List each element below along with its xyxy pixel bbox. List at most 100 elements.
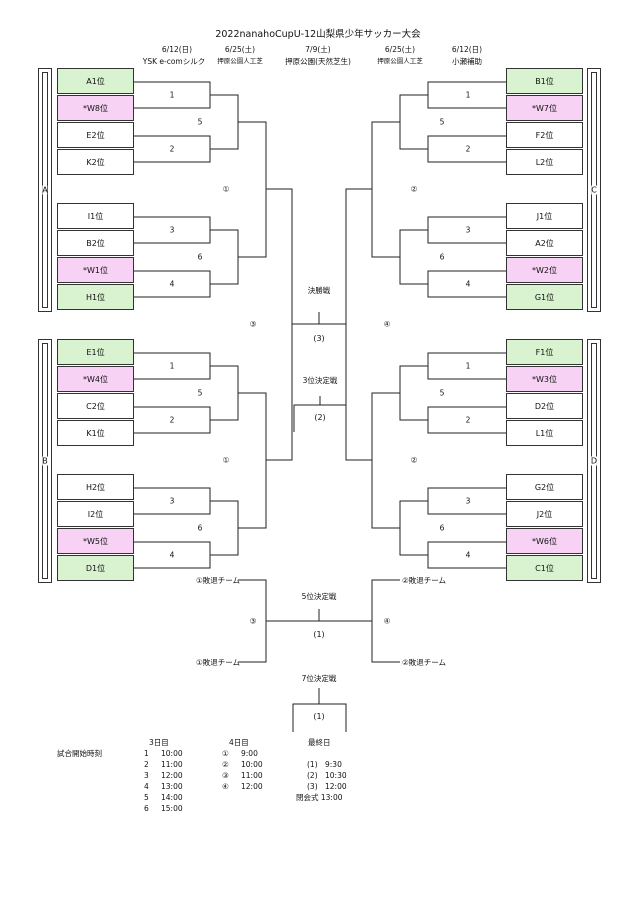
team-box: J2位 <box>506 501 583 527</box>
schedule-slot-number: (3) <box>307 782 318 791</box>
match-number: 1 <box>465 361 471 371</box>
team-box: G1位 <box>506 284 583 310</box>
match-number: 3 <box>169 225 175 235</box>
schedule-slot-time: 12:00 <box>241 782 263 791</box>
third-place-label: 3位決定戦 <box>302 376 338 385</box>
schedule-slot-number: ① <box>222 749 229 758</box>
match-number: ③ <box>249 319 257 329</box>
match-number: ③ <box>249 616 257 626</box>
schedule-slot-time: 13:00 <box>161 782 183 791</box>
header-date-1: 6/12(日) <box>161 45 193 54</box>
bracket-line <box>371 392 400 529</box>
match-number: 6 <box>197 523 203 533</box>
team-box: D1位 <box>57 555 134 581</box>
loser-label: ①敗退チーム <box>196 658 240 667</box>
bracket-line <box>266 188 293 461</box>
schedule-slot-number: (1) <box>307 760 318 769</box>
bracket-line <box>210 365 239 421</box>
group-bar-a: A <box>38 68 52 312</box>
team-box: *W3位 <box>506 366 583 392</box>
match-number: 3 <box>465 225 471 235</box>
team-box: L1位 <box>506 420 583 446</box>
match-number: 4 <box>465 279 471 289</box>
match-number: 6 <box>439 252 445 262</box>
team-box: D2位 <box>506 393 583 419</box>
match-number: 2 <box>465 144 471 154</box>
match-number: 5 <box>439 117 445 127</box>
team-box: G2位 <box>506 474 583 500</box>
team-box: *W2位 <box>506 257 583 283</box>
schedule-slot-time: 12:00 <box>325 782 347 791</box>
bracket-line <box>210 229 239 285</box>
loser-label: ②敗退チーム <box>402 576 446 585</box>
group-label-d: D <box>590 456 598 466</box>
header-venue-2: 押原公園人工芝 <box>217 57 263 65</box>
schedule-slot-number: 2 <box>144 760 149 769</box>
loser-label: ②敗退チーム <box>402 658 446 667</box>
schedule-closing: 閉会式 13:00 <box>296 793 343 802</box>
seventh-place-number: (1) <box>313 712 325 721</box>
match-number: ④ <box>383 616 391 626</box>
match-number: 1 <box>465 90 471 100</box>
match-number: 1 <box>169 361 175 371</box>
team-box: J1位 <box>506 203 583 229</box>
match-number: ① <box>222 455 230 465</box>
team-box: H1位 <box>57 284 134 310</box>
group-label-a: A <box>42 185 48 195</box>
schedule-slot-number: 4 <box>144 782 149 791</box>
schedule-day4-header: 4日目 <box>229 738 249 747</box>
header-venue-3: 押原公園(天然芝生) <box>285 57 351 66</box>
schedule-slot-time: 10:00 <box>241 760 263 769</box>
group-label-c: C <box>591 185 597 195</box>
team-box: K1位 <box>57 420 134 446</box>
match-number: 1 <box>169 90 175 100</box>
bracket-line <box>399 229 428 285</box>
bracket-line <box>238 392 267 529</box>
team-box: E1位 <box>57 339 134 365</box>
bracket-line <box>399 94 428 150</box>
team-box: *W1位 <box>57 257 134 283</box>
schedule-slot-time: 9:00 <box>241 749 258 758</box>
schedule-slot-time: 12:00 <box>161 771 183 780</box>
header-venue-1: YSK e-comシルク <box>142 57 206 66</box>
bracket-line <box>371 121 400 258</box>
bracket-line <box>399 500 428 556</box>
schedule-slot-number: 6 <box>144 804 149 813</box>
team-box: B1位 <box>506 68 583 94</box>
match-number: 6 <box>439 523 445 533</box>
schedule-slot-time: 10:30 <box>325 771 347 780</box>
match-number: 4 <box>465 550 471 560</box>
team-box: *W8位 <box>57 95 134 121</box>
match-number: 5 <box>197 388 203 398</box>
match-number: ② <box>410 184 418 194</box>
schedule-last-header: 最終日 <box>308 738 331 747</box>
schedule-slot-number: 3 <box>144 771 149 780</box>
group-label-b: B <box>42 456 48 466</box>
fifth-place-label: 5位決定戦 <box>301 592 337 601</box>
group-bar-b: B <box>38 339 52 583</box>
team-box: F2位 <box>506 122 583 148</box>
team-box: E2位 <box>57 122 134 148</box>
header-date-2: 6/25(土) <box>224 45 256 54</box>
loser-label: ①敗退チーム <box>196 576 240 585</box>
team-box: *W7位 <box>506 95 583 121</box>
fifth-place-number: (1) <box>313 630 325 639</box>
schedule-slot-time: 11:00 <box>241 771 263 780</box>
team-box: H2位 <box>57 474 134 500</box>
team-box: B2位 <box>57 230 134 256</box>
team-box: A2位 <box>506 230 583 256</box>
match-number: ② <box>410 455 418 465</box>
team-box: *W6位 <box>506 528 583 554</box>
schedule-slot-number: ④ <box>222 782 229 791</box>
schedule-slot-number: ③ <box>222 771 229 780</box>
team-box: C1位 <box>506 555 583 581</box>
match-number: 2 <box>169 144 175 154</box>
match-number: 3 <box>169 496 175 506</box>
team-box: I2位 <box>57 501 134 527</box>
final-number: (3) <box>313 334 325 343</box>
group-bar-c: C <box>587 68 601 312</box>
header-venue-5: 小瀬補助 <box>452 57 482 66</box>
schedule-slot-number: 5 <box>144 793 149 802</box>
team-box: C2位 <box>57 393 134 419</box>
